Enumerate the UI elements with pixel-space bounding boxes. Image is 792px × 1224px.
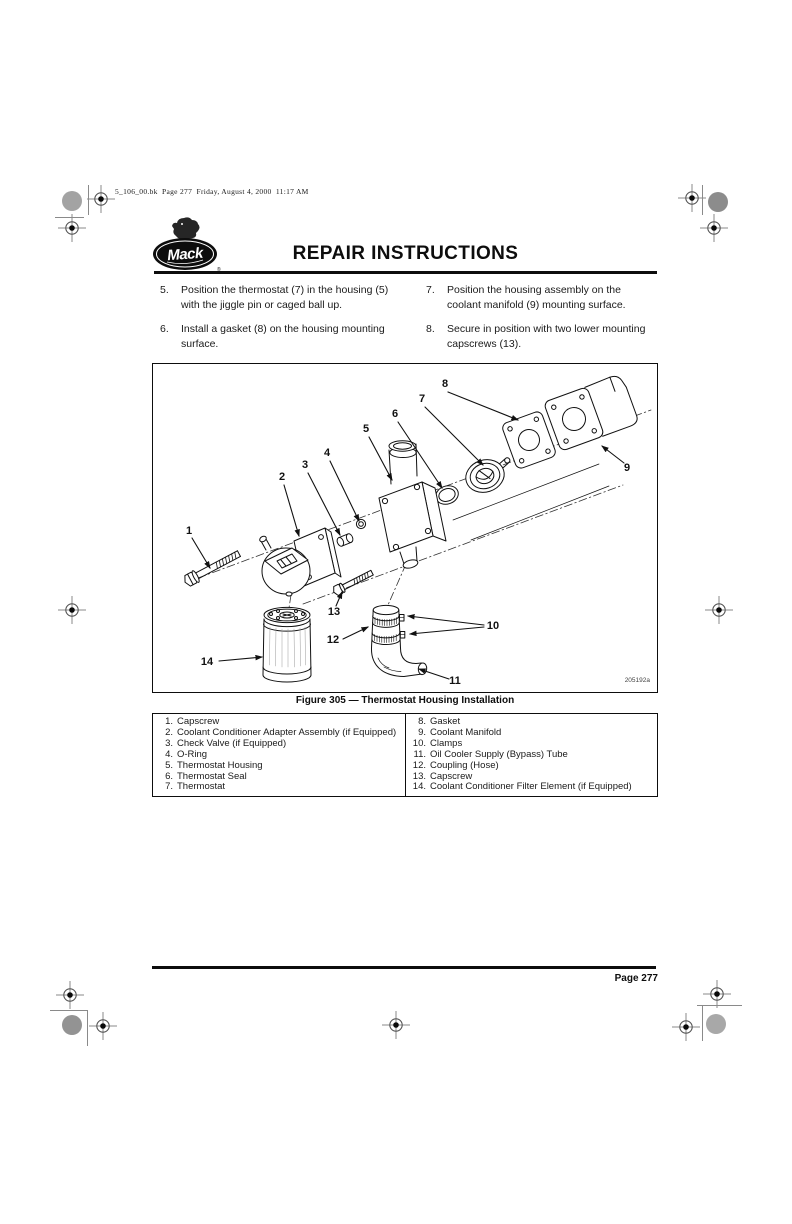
logo-text: Mack (167, 245, 205, 265)
color-patch-icon (706, 1014, 726, 1034)
instruction-step: 5. Position the thermostat (7) in the ho… (160, 283, 398, 313)
capscrew-1 (184, 550, 241, 587)
table-row: 5.Thermostat Housing (165, 759, 263, 771)
step-number: 7. (426, 284, 435, 296)
trim-line (88, 185, 89, 215)
registration-mark-icon (58, 596, 86, 624)
color-patch-icon (708, 192, 728, 212)
figure-box: 1 2 3 4 5 6 7 8 9 10 11 12 13 14 205192a (152, 363, 658, 693)
callout-label: 7 (419, 393, 425, 405)
callout-label: 13 (328, 606, 340, 618)
step-text: Position the housing assembly on the coo… (447, 284, 626, 311)
trim-line (50, 1010, 88, 1011)
parts-legend-table: 1.Capscrew 2.Coolant Conditioner Adapter… (152, 713, 658, 797)
table-row: 10.Clamps (412, 737, 463, 749)
callout-label: 6 (392, 408, 398, 420)
table-row: 1.Capscrew (165, 716, 220, 727)
registration-mark-icon (382, 1011, 410, 1039)
table-row: 12.Coupling (Hose) (412, 759, 499, 771)
table-row: 9.Coolant Manifold (418, 726, 502, 738)
step-number: 8. (426, 323, 435, 335)
page-title: REPAIR INSTRUCTIONS (292, 243, 519, 264)
page-number: Page 277 (614, 973, 658, 984)
instruction-step: 8. Secure in position with two lower mou… (426, 322, 664, 352)
callout-label: 11 (449, 675, 461, 687)
color-patch-icon (62, 191, 82, 211)
print-job-slug: 5_106_00.bk Page 277 Friday, August 4, 2… (115, 187, 309, 196)
trim-line (87, 1010, 88, 1046)
table-row: 6.Thermostat Seal (165, 770, 247, 782)
instructions-right-column: 7. Position the housing assembly on the … (426, 283, 664, 361)
trim-line (55, 217, 84, 218)
table-row: 4.O-Ring (165, 748, 208, 760)
step-text: Install a gasket (8) on the housing moun… (181, 323, 385, 350)
callout-label: 10 (487, 620, 499, 632)
drawing-reference: 205192a (625, 677, 651, 684)
table-row: 14.Coolant Conditioner Filter Element (i… (412, 781, 632, 793)
trim-line (697, 1005, 742, 1006)
callout-label: 2 (279, 471, 285, 483)
clamp (372, 614, 405, 628)
thermostat (465, 457, 511, 493)
table-row: 3.Check Valve (if Equipped) (165, 737, 287, 749)
callout-label: 3 (302, 459, 308, 471)
bulldog-icon (172, 217, 200, 240)
registration-mark-icon (87, 185, 115, 213)
thermostat-housing (378, 440, 447, 569)
callout-label: 1 (186, 525, 192, 537)
table-row: 8.Gasket (418, 716, 461, 727)
parts-legend-right: 8.Gasket 9.Coolant Manifold 10.Clamps 11… (405, 714, 657, 796)
callout-label: 8 (442, 378, 448, 390)
table-row: 13.Capscrew (412, 770, 473, 782)
table-row: 7.Thermostat (165, 781, 226, 793)
callout-label: 4 (324, 447, 331, 459)
registration-mark-icon (58, 214, 86, 242)
trim-line (702, 1005, 703, 1041)
registration-mark-icon (705, 596, 733, 624)
callout-leaders (191, 391, 625, 680)
table-row: 11.Oil Cooler Supply (Bypass) Tube (413, 748, 568, 760)
registered-mark: ® (217, 266, 221, 273)
callout-label: 14 (201, 656, 214, 668)
instruction-step: 6. Install a gasket (8) on the housing m… (160, 322, 398, 352)
title-rule (154, 271, 657, 274)
step-number: 5. (160, 284, 169, 296)
callout-label: 9 (624, 462, 630, 474)
callout-label: 5 (363, 423, 369, 435)
table-row: 2.Coolant Conditioner Adapter Assembly (… (165, 726, 397, 738)
instruction-step: 7. Position the housing assembly on the … (426, 283, 664, 313)
parts-legend-left: 1.Capscrew 2.Coolant Conditioner Adapter… (153, 714, 405, 796)
mack-logo: Mack ® (153, 217, 221, 273)
figure-caption: Figure 305 — Thermostat Housing Installa… (295, 695, 515, 706)
step-text: Position the thermostat (7) in the housi… (181, 284, 389, 311)
coolant-conditioner-filter (262, 606, 312, 683)
callout-labels: 1 2 3 4 5 6 7 8 9 10 11 12 13 14 (186, 378, 630, 687)
oil-cooler-supply-tube (370, 647, 428, 677)
registration-mark-icon (700, 214, 728, 242)
registration-mark-icon (56, 981, 84, 1009)
callout-label: 12 (327, 634, 339, 646)
step-text: Secure in position with two lower mounti… (447, 323, 646, 350)
step-number: 6. (160, 323, 169, 335)
thermostat-seal (435, 485, 459, 505)
exploded-diagram: 1 2 3 4 5 6 7 8 9 10 11 12 13 14 205192a (184, 375, 652, 687)
registration-mark-icon (672, 1013, 700, 1041)
o-ring (355, 518, 367, 530)
logo-oval (153, 238, 217, 270)
trim-line (702, 185, 703, 215)
coolant-manifold (544, 375, 638, 451)
coolant-conditioner-adapter (259, 527, 342, 597)
color-patch-icon (62, 1015, 82, 1035)
check-valve (336, 533, 354, 547)
instructions-left-column: 5. Position the thermostat (7) in the ho… (160, 283, 398, 361)
footer-rule (152, 966, 656, 969)
gasket (502, 411, 556, 469)
registration-mark-icon (89, 1012, 117, 1040)
registration-mark-icon (703, 980, 731, 1008)
clamp (371, 631, 406, 645)
coupling-hose (371, 604, 401, 649)
